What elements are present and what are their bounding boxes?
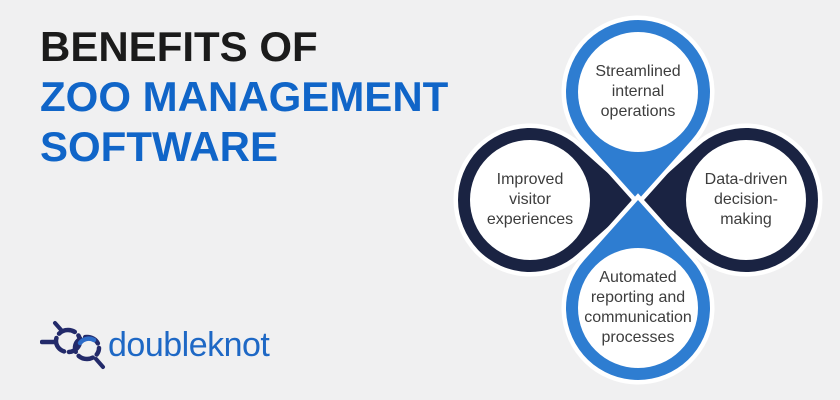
title-line-1: BENEFITS OF (40, 23, 318, 70)
title-line-3: SOFTWARE (40, 123, 278, 170)
node-disc-right (686, 140, 806, 260)
node-label-streamlined-operations: Streamlined internal operations (595, 63, 681, 120)
node-label-automated-reporting: Automated reporting and communication pr… (584, 269, 692, 346)
logo-wordmark: doubleknot (108, 325, 270, 364)
doubleknot-logo: doubleknot (40, 320, 270, 370)
node-disc-bottom (578, 248, 698, 368)
knot-icon (40, 321, 105, 369)
node-label-visitor-experiences: Improved visitor experiences (486, 171, 574, 228)
title-line-2: ZOO MANAGEMENT (40, 73, 449, 120)
page-title: BENEFITS OF ZOO MANAGEMENT SOFTWARE (40, 22, 448, 172)
node-disc-left (470, 140, 590, 260)
node-label-data-driven-decisions: Data-driven decision- making (704, 171, 788, 228)
node-disc-top (578, 32, 698, 152)
